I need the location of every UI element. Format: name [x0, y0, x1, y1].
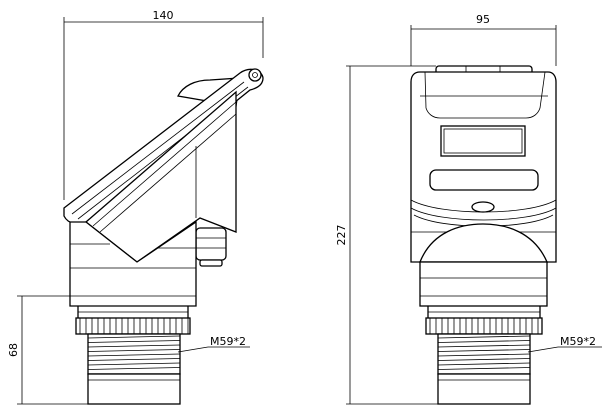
front-lower-body [419, 261, 548, 307]
front-thread-leader [527, 346, 559, 353]
hinge-pin-center [252, 72, 258, 78]
transducer-tube [87, 373, 181, 405]
thread-mark [87, 349, 181, 352]
front-housing [410, 71, 557, 263]
cable-gland [195, 227, 227, 261]
thread-mark [87, 367, 181, 370]
display-window [440, 125, 526, 157]
thread-label-left: M59*2 [210, 335, 246, 348]
keypad-slot [429, 169, 539, 191]
front-view: 95 227 [335, 13, 602, 405]
thread-mark [87, 362, 181, 366]
dim-label-95: 95 [476, 13, 490, 26]
side-view: 140 [7, 9, 264, 405]
dim-label-68: 68 [7, 343, 20, 357]
thread-mark [437, 340, 531, 343]
dome [419, 223, 548, 263]
thread-mark [437, 362, 531, 366]
dim-label-227: 227 [335, 225, 348, 246]
thread-mark [87, 344, 181, 348]
front-lid-panel [424, 71, 546, 119]
thread-mark [437, 367, 531, 370]
thread-mark [437, 353, 531, 357]
thread-label-right: M59*2 [560, 335, 596, 348]
thread-leader [177, 346, 209, 353]
dim-label-140: 140 [153, 9, 174, 22]
thread-mark [437, 344, 531, 348]
front-thread-lines [437, 335, 531, 370]
nut-knurl [79, 318, 189, 334]
thread-mark [437, 335, 531, 339]
housing-line-2 [99, 113, 237, 233]
lid-edge-1 [71, 81, 245, 215]
front-nut-knurl [429, 318, 539, 334]
housing-band-2 [410, 207, 557, 221]
thread-mark [437, 358, 531, 361]
thread-mark [87, 353, 181, 357]
thread-lines [87, 335, 181, 370]
gland-nut [199, 259, 223, 267]
hex-nut [75, 317, 191, 335]
thread-mark [437, 349, 531, 352]
front-transducer-tube [437, 373, 531, 405]
lower-body [69, 220, 197, 307]
thread-mark [87, 335, 181, 339]
indicator-led [471, 201, 495, 213]
display-inner [443, 128, 523, 154]
thread-mark [87, 340, 181, 343]
hinge-pin [248, 68, 262, 82]
thread-mark [87, 358, 181, 361]
housing-line-1 [92, 101, 237, 227]
